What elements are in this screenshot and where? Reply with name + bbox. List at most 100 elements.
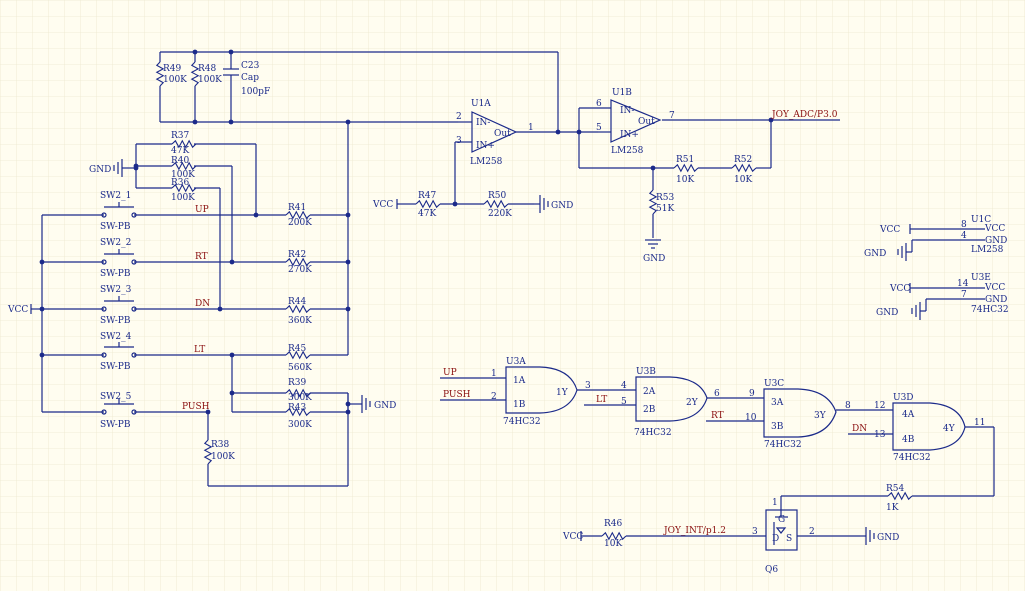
sw2-4-ref: SW2_4 — [100, 332, 132, 342]
u3c-pin-a: 9 — [749, 389, 755, 399]
u3c-pin-b: 10 — [745, 413, 757, 423]
resistor-body-r44 — [285, 304, 311, 314]
net-lt: LT — [194, 345, 205, 355]
u1a-in-minus: IN- — [476, 118, 490, 128]
sw2-4-type: SW-PB — [100, 362, 131, 372]
resistor-ref-r53: R53 — [656, 193, 675, 203]
gnd-label-r50: GND — [551, 201, 573, 211]
u3a-y: 1Y — [556, 388, 569, 398]
u1a-ref: U1A — [471, 99, 491, 109]
u3a-pin-a: 1 — [491, 369, 497, 379]
net-up: UP — [195, 205, 209, 215]
u3e-ref: U3E — [971, 273, 991, 283]
resistor-body-r49 — [155, 61, 165, 87]
resistor-r45: R45 560K — [285, 344, 312, 373]
u3c-ref: U3C — [764, 379, 784, 389]
u1b-in-plus: IN+ — [620, 130, 639, 140]
resistor-ref-r45: R45 — [288, 344, 307, 354]
u3c-y: 3Y — [814, 411, 827, 421]
u3b-type: 74HC32 — [634, 428, 672, 438]
resistor-body-r48 — [190, 61, 200, 87]
resistor-ref-r47: R47 — [418, 191, 437, 201]
sw2-3-type: SW-PB — [100, 316, 131, 326]
resistors: R49100KR48100KR3747KR40100KR36100KR41200… — [155, 61, 913, 549]
gate-u3b: U3B 2A 2B 2Y 74HC32 4 5 6 — [621, 367, 720, 438]
resistor-body-r52 — [731, 163, 757, 173]
gate-u3a: U3A 1A 1B 1Y 74HC32 1 2 3 — [491, 357, 591, 427]
resistor-ref-r42: R42 — [288, 250, 306, 260]
gnd-label-r53: GND — [643, 254, 665, 264]
u3d-pin-a: 12 — [874, 401, 885, 411]
u3c-pin-y: 8 — [845, 401, 851, 411]
sw2-1-type: SW-PB — [100, 222, 131, 232]
resistor-value-r49: 100K — [163, 75, 187, 85]
vcc-label-u3e: VCC — [889, 284, 910, 294]
resistor-body-r53 — [648, 189, 658, 215]
u1c-power: U1C 8 4 VCC GND LM258 — [961, 215, 1007, 255]
u1b-ref: U1B — [612, 88, 632, 98]
net-push: PUSH — [182, 402, 210, 412]
vcc-label-q6: VCC — [562, 532, 583, 542]
u3d-a: 4A — [902, 410, 915, 420]
resistor-ref-r39: R39 — [288, 378, 307, 388]
u3b-pin-b: 5 — [621, 397, 627, 407]
u3a-pin-y: 3 — [585, 381, 591, 391]
capacitor-c23: C23 Cap 100pF — [223, 61, 270, 97]
u1a-pin-plus: 3 — [456, 136, 462, 146]
resistor-value-r38: 100K — [211, 452, 235, 462]
resistor-value-r39: 300K — [288, 393, 312, 403]
net-joy-int: JOY_INT/p1.2 — [663, 526, 726, 536]
resistor-value-r43: 300K — [288, 420, 312, 430]
q6-d-label: D — [772, 534, 779, 544]
u1a-type: LM258 — [470, 157, 503, 167]
resistor-ref-r46: R46 — [604, 519, 623, 529]
net-joy-adc: JOY_ADC/P3.0 — [771, 110, 838, 120]
resistor-ref-r44: R44 — [288, 297, 307, 307]
u1b-in-minus: IN- — [620, 106, 634, 116]
resistor-value-r42: 270K — [288, 265, 312, 275]
resistor-ref-r41: R41 — [288, 203, 306, 213]
u1b-type: LM258 — [611, 146, 644, 156]
resistor-r39: R39 300K — [285, 378, 312, 403]
u1c-vcc: VCC — [984, 224, 1005, 234]
resistor-value-r47: 47K — [418, 209, 436, 219]
gate-u3d: U3D 4A 4B 4Y 74HC32 12 13 11 — [874, 393, 985, 463]
vcc-label-r47: VCC — [372, 200, 393, 210]
resistor-value-r45: 560K — [288, 363, 312, 373]
u1a-pin-minus: 2 — [456, 112, 462, 122]
resistor-value-r46: 10K — [604, 539, 622, 549]
vcc-label-left: VCC — [7, 305, 28, 315]
u3e-pin-gnd: 7 — [961, 290, 967, 300]
resistor-value-r54: 1K — [886, 503, 899, 513]
resistor-value-r48: 100K — [198, 75, 222, 85]
u3e-type: 74HC32 — [971, 305, 1009, 315]
sw2-1-ref: SW2_1 — [100, 191, 131, 201]
u1c-gnd: GND — [985, 236, 1007, 246]
u3a-ref: U3A — [506, 357, 526, 367]
resistor-ref-r37: R37 — [171, 131, 190, 141]
c23-ref: C23 — [241, 61, 260, 71]
u3e-vcc: VCC — [984, 283, 1005, 293]
resistor-body-r38 — [203, 439, 213, 465]
resistor-body-r51 — [673, 163, 699, 173]
wires — [34, 51, 995, 537]
gnd-label-u3e: GND — [876, 308, 898, 318]
transistor-q6: G D S 1 3 2 Q6 — [752, 498, 815, 575]
u3b-pin-a: 4 — [621, 381, 627, 391]
u3c-type: 74HC32 — [764, 440, 802, 450]
vcc-label-u1c: VCC — [879, 225, 900, 235]
resistor-body-r54 — [887, 491, 913, 501]
gate-u3c: U3C 3A 3B 3Y 74HC32 9 10 8 — [745, 379, 851, 450]
resistor-value-r41: 200K — [288, 218, 312, 228]
resistor-body-r46 — [601, 531, 627, 541]
u3d-type: 74HC32 — [893, 453, 931, 463]
u3a-a: 1A — [513, 376, 526, 386]
